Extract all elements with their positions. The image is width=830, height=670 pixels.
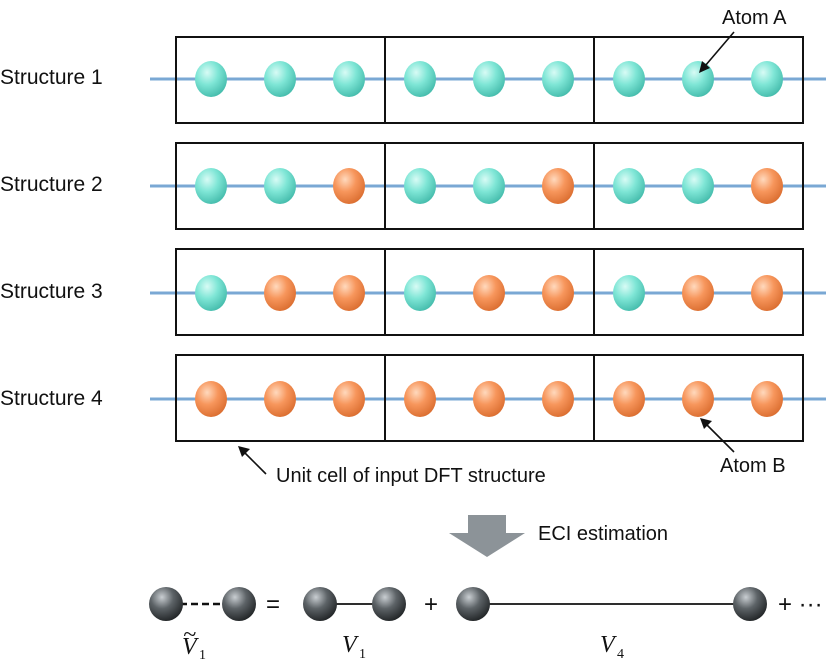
gray-atom: [456, 587, 490, 621]
atom-a: [264, 168, 296, 204]
atom-b: [542, 275, 574, 311]
term1-subscript: 1: [359, 647, 366, 662]
gray-atom: [733, 587, 767, 621]
atom-b: [682, 381, 714, 417]
atom-b: [473, 381, 505, 417]
atom-a: [195, 168, 227, 204]
structure-label: Structure 4: [0, 387, 103, 410]
plus-more: + ···: [778, 591, 823, 618]
atom-a: [333, 61, 365, 97]
atom-group: [195, 381, 783, 417]
arrow-line: [705, 423, 735, 453]
atom-a: [751, 61, 783, 97]
lhs-symbol: V: [182, 634, 199, 660]
atom-group: [195, 168, 783, 204]
arrow-line: [243, 451, 267, 475]
atom-b: [264, 381, 296, 417]
unit-cell: [593, 36, 804, 124]
structure-rows: Structure 1 Structure 2 Structure 3: [0, 36, 826, 442]
atom-group: [195, 61, 783, 97]
atom-b: [542, 168, 574, 204]
atom-b: [264, 275, 296, 311]
atom-b: [404, 381, 436, 417]
atom-a: [473, 168, 505, 204]
gray-atom: [222, 587, 256, 621]
atom-a: [613, 61, 645, 97]
atom-b: [613, 381, 645, 417]
structure-row: Structure 1: [0, 36, 826, 124]
lhs-subscript: 1: [199, 648, 206, 663]
structure-row: Structure 3: [0, 248, 826, 336]
annotation-unit-cell: Unit cell of input DFT structure: [238, 446, 546, 487]
arrow-head-icon: [699, 61, 710, 73]
eci-estimation-label: ECI estimation: [538, 523, 668, 545]
structure-label: Structure 2: [0, 173, 103, 196]
atom-a: [473, 61, 505, 97]
atom-a: [613, 168, 645, 204]
atom-a-label: Atom A: [722, 7, 787, 29]
atom-a: [264, 61, 296, 97]
unit-cells: [175, 248, 804, 336]
atom-b: [333, 168, 365, 204]
atom-group: [195, 275, 783, 311]
unit-cell: [593, 354, 804, 442]
unit-cell: [593, 248, 804, 336]
equals-sign: =: [266, 591, 280, 618]
term1-symbol: V: [342, 632, 359, 658]
arrow-head-icon: [238, 446, 250, 457]
plus-sign: +: [424, 591, 438, 618]
gray-atom: [372, 587, 406, 621]
unit-cells: [175, 354, 804, 442]
atom-b: [682, 275, 714, 311]
atom-b: [542, 381, 574, 417]
atom-b: [333, 381, 365, 417]
structure-label: Structure 1: [0, 66, 103, 89]
atom-b: [333, 275, 365, 311]
unit-cell-label: Unit cell of input DFT structure: [276, 465, 546, 487]
structure-row: Structure 4: [0, 354, 826, 442]
unit-cells: [175, 36, 804, 124]
atom-a: [682, 168, 714, 204]
lhs-tilde: ~: [183, 622, 196, 648]
atom-a: [682, 61, 714, 97]
unit-cell: [593, 142, 804, 230]
atom-b: [195, 381, 227, 417]
down-arrow-icon: [449, 515, 525, 557]
gray-atom: [303, 587, 337, 621]
annotation-atom-a: Atom A: [699, 7, 787, 73]
atom-a: [404, 275, 436, 311]
gray-atom: [149, 587, 183, 621]
unit-cells: [175, 142, 804, 230]
atom-a: [613, 275, 645, 311]
atom-a: [404, 61, 436, 97]
arrow-head-icon: [700, 418, 712, 429]
atom-b-label: Atom B: [720, 455, 786, 477]
term2-symbol: V: [600, 632, 617, 658]
atom-b: [473, 275, 505, 311]
atom-a: [195, 275, 227, 311]
structure-label: Structure 3: [0, 280, 103, 303]
arrow-line: [704, 31, 735, 67]
atom-a: [404, 168, 436, 204]
term2-subscript: 4: [617, 647, 624, 662]
atom-a: [542, 61, 574, 97]
atom-b: [751, 381, 783, 417]
annotation-atom-b: Atom B: [700, 418, 786, 477]
atom-b: [751, 275, 783, 311]
eci-equation: = + + ··· ~ V 1 V 1 V 4: [149, 587, 823, 663]
atom-b: [751, 168, 783, 204]
eci-estimation: ECI estimation: [449, 515, 668, 557]
atom-a: [195, 61, 227, 97]
structure-row: Structure 2: [0, 142, 826, 230]
